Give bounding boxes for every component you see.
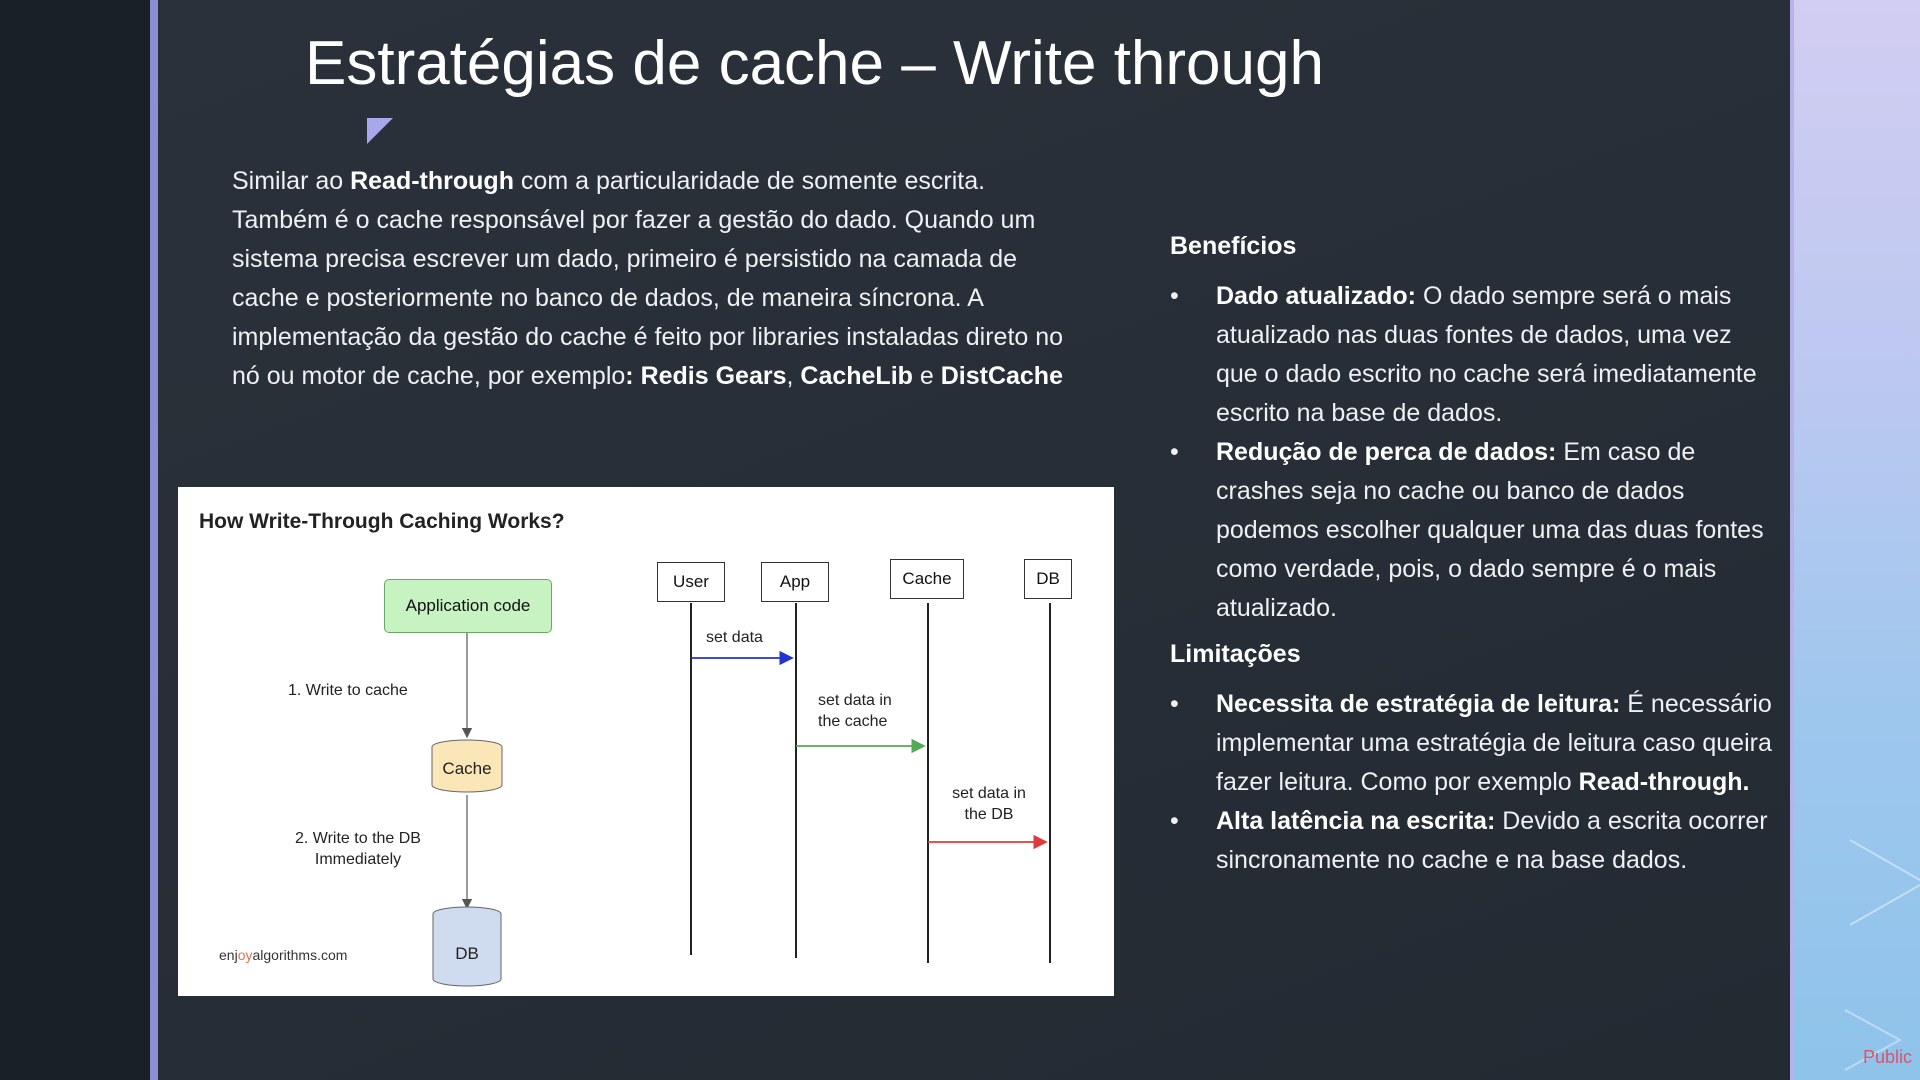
right-accent-line — [1790, 0, 1794, 1080]
lane-cache: Cache — [890, 559, 964, 599]
list-item: Necessita de estratégia de leitura: É ne… — [1170, 685, 1780, 802]
message-set-data-db-line2: the DB — [964, 806, 1014, 823]
lane-db: DB — [1024, 559, 1072, 599]
benefits-list: Dado atualizado: O dado sempre será o ma… — [1170, 277, 1780, 628]
title-triangle-icon — [367, 118, 393, 144]
write-through-diagram: How Write-Through Caching Works? Applica… — [178, 487, 1114, 996]
list-item: Alta latência na escrita: Devido a escri… — [1170, 802, 1780, 880]
left-accent-line — [150, 0, 158, 1080]
right-column: Benefícios Dado atualizado: O dado sempr… — [1170, 232, 1780, 892]
limitations-heading: Limitações — [1170, 640, 1301, 668]
cache-cylinder-label: Cache — [442, 759, 492, 778]
step-write-to-db-line1: 2. Write to the DB — [295, 830, 421, 847]
message-set-data-cache-line2: the cache — [818, 713, 888, 730]
limitations-list: Necessita de estratégia de leitura: É ne… — [1170, 685, 1780, 880]
lane-app: App — [761, 562, 829, 602]
lane-user: User — [657, 562, 725, 602]
list-item: Redução de perca de dados: Em caso de cr… — [1170, 433, 1780, 628]
list-item: Dado atualizado: O dado sempre será o ma… — [1170, 277, 1780, 433]
diagram-title: How Write-Through Caching Works? — [199, 510, 565, 533]
decorative-lines — [1844, 839, 1920, 1071]
message-set-data-db-line1: set data in — [952, 785, 1026, 802]
step-write-to-db-line2: Immediately — [314, 851, 402, 868]
benefits-heading: Benefícios — [1170, 232, 1297, 260]
slide-title: Estratégias de cache – Write through — [305, 29, 1324, 98]
message-set-data: set data — [706, 629, 763, 646]
diagram-credit: enjoyalgorithms.com — [219, 947, 348, 963]
right-decoration-panel — [1790, 0, 1920, 1080]
left-margin — [0, 0, 150, 1080]
step-write-to-cache: 1. Write to cache — [288, 682, 408, 699]
application-code-box: Application code — [384, 579, 552, 633]
message-set-data-cache-line1: set data in — [818, 692, 892, 709]
db-cylinder-label: DB — [455, 944, 479, 963]
diagram-lines — [431, 603, 1051, 987]
classification-label: Public — [1862, 1047, 1912, 1067]
intro-paragraph: Similar ao Read-through com a particular… — [232, 167, 1064, 390]
